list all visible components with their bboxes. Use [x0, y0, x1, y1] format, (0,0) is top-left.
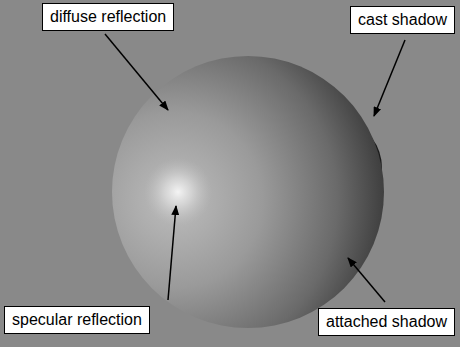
callout-label: cast shadow: [350, 6, 455, 34]
label-text: diffuse reflection: [50, 7, 166, 27]
leader-arrow: [374, 40, 405, 116]
callout-label: attached shadow: [318, 308, 455, 336]
callout-label: specular reflection: [4, 306, 150, 334]
sphere: [112, 56, 384, 328]
leader-arrow: [348, 258, 385, 302]
specular-highlight: [144, 158, 212, 226]
label-text: specular reflection: [12, 310, 142, 330]
label-text: cast shadow: [358, 10, 447, 30]
callout-label: diffuse reflection: [42, 3, 174, 31]
leader-arrow: [168, 206, 176, 300]
leader-arrow: [105, 34, 168, 110]
label-text: attached shadow: [326, 312, 447, 332]
